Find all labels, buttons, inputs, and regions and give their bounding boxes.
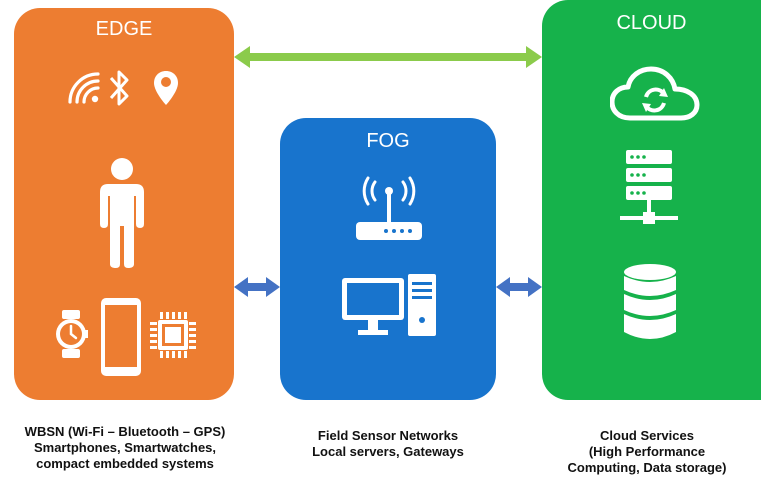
edge-cloud-arrow — [234, 46, 542, 68]
cloud-title: CLOUD — [616, 12, 687, 34]
microchip-icon — [150, 312, 196, 358]
fog-cloud-arrow — [496, 277, 542, 297]
fog-caption-line: Field Sensor Networks — [317, 428, 459, 443]
cloud-caption-line: Computing, Data storage) — [567, 460, 727, 475]
cloud-caption-line: Cloud Services — [600, 428, 694, 443]
edge-panel: EDGE — [14, 8, 234, 400]
cloud-sync-icon — [610, 66, 700, 121]
location-pin-icon — [154, 71, 178, 105]
database-icon — [624, 264, 676, 339]
smartwatch-icon — [56, 310, 88, 358]
fog-caption-line: Local servers, Gateways — [312, 444, 464, 459]
edge-caption: WBSN (Wi-Fi – Bluetooth – GPS) Smartphon… — [0, 424, 250, 472]
person-icon — [100, 158, 144, 268]
smartphone-icon — [101, 298, 141, 376]
wifi-icon — [68, 72, 100, 104]
fog-panel: FOG — [280, 118, 496, 400]
edge-caption-line: WBSN (Wi-Fi – Bluetooth – GPS) — [24, 424, 226, 439]
cloud-caption-line: (High Performance — [588, 444, 706, 459]
edge-caption-line: Smartphones, Smartwatches, — [33, 440, 217, 455]
fog-title: FOG — [366, 130, 410, 152]
edge-caption-line: compact embedded systems — [36, 456, 214, 471]
router-icon — [356, 176, 422, 240]
bluetooth-icon — [109, 70, 129, 106]
cloud-caption: Cloud Services (High Performance Computi… — [536, 428, 758, 476]
desktop-computer-icon — [342, 274, 436, 336]
server-rack-icon — [620, 150, 678, 224]
cloud-panel: CLOUD — [542, 0, 761, 400]
edge-title: EDGE — [95, 18, 153, 40]
fog-caption: Field Sensor Networks Local servers, Gat… — [270, 428, 506, 460]
edge-fog-arrow — [234, 277, 280, 297]
